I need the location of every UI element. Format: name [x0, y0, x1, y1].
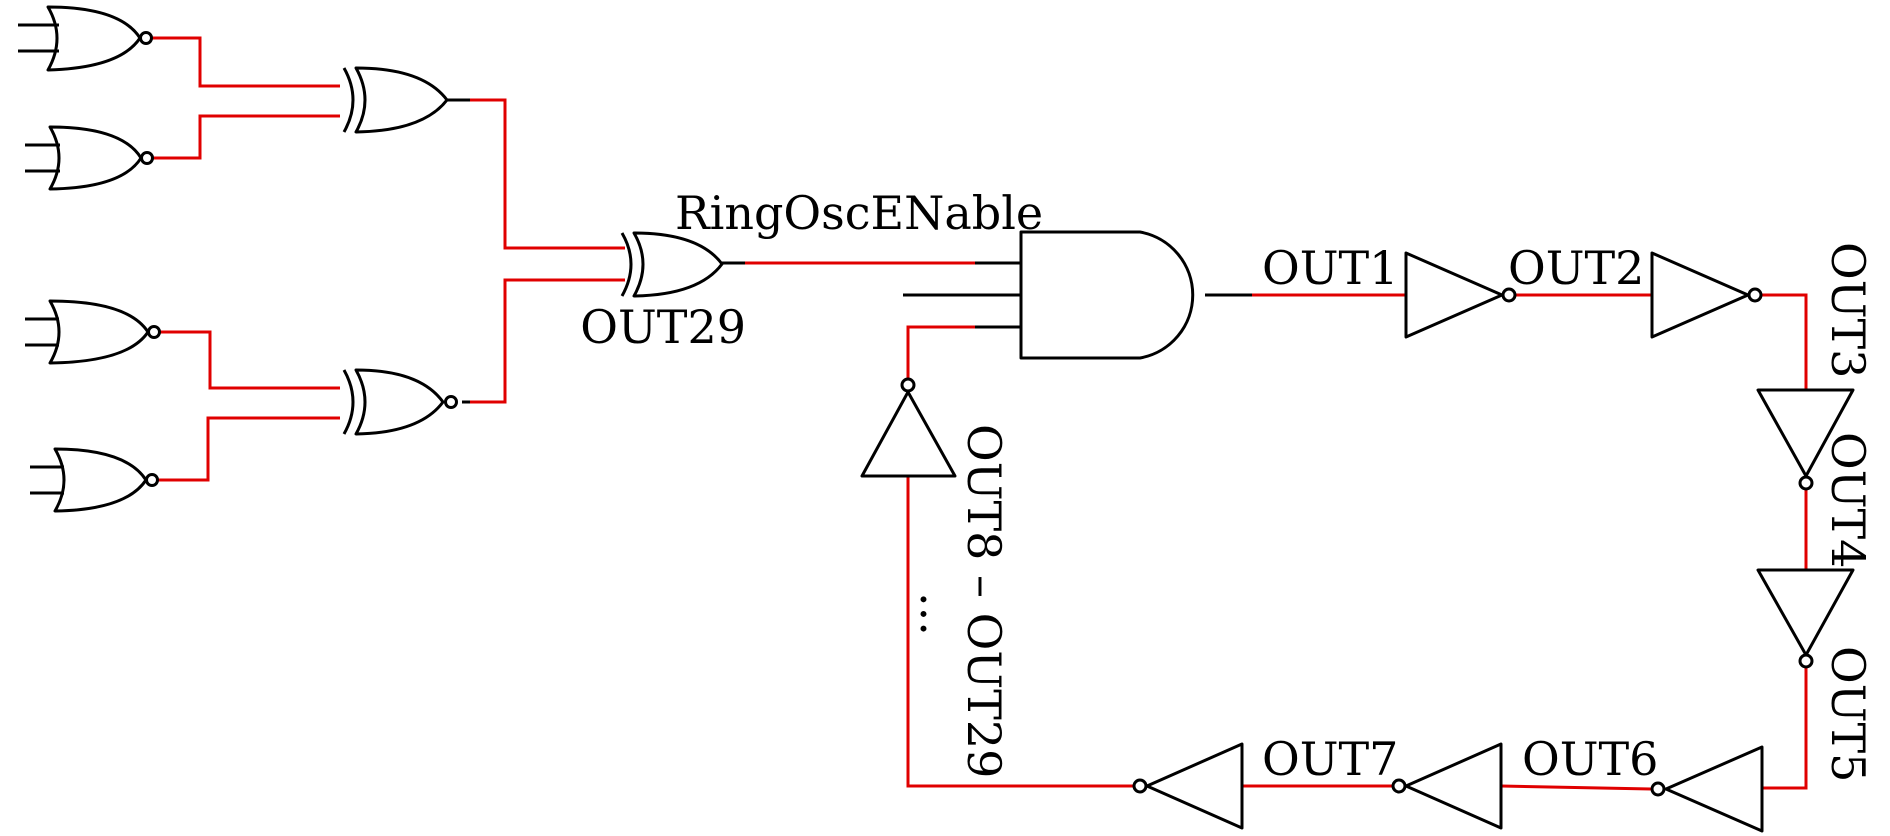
inverter-feedback	[860, 377, 957, 478]
wire-nor4-xnor2	[158, 416, 340, 482]
wire-nor1-xnor1	[152, 36, 340, 88]
label-out7: OUT7	[1262, 732, 1398, 786]
wire-out6	[1500, 784, 1652, 791]
nor1-input-stubs	[18, 23, 59, 53]
labels: RingOscENable OUT29 OUT1 OUT2 OUT7 OUT6 …	[580, 186, 1875, 786]
label-out4: OUT4	[1821, 432, 1875, 568]
inverter-6	[1391, 742, 1503, 830]
nor-gate-1	[46, 5, 153, 72]
wire-out29-feedback	[906, 325, 975, 380]
label-out8-out29: OUT8 – OUT29	[957, 424, 1011, 778]
wire-xnor2-xor	[470, 278, 625, 404]
nor4-input-stubs	[30, 465, 64, 495]
wire-xnor1-xor	[470, 98, 625, 250]
nor-gate-2	[48, 125, 154, 191]
xnor-gate-2	[342, 368, 458, 436]
nor-gate-3	[48, 299, 161, 365]
label-out3: OUT3	[1821, 242, 1875, 378]
xnor-gate-1	[342, 66, 449, 134]
label-out29-feedback: OUT29	[580, 300, 746, 354]
label-out5: OUT5	[1821, 646, 1875, 782]
label-out2: OUT2	[1508, 241, 1644, 295]
inverter-1	[1404, 251, 1517, 339]
xor-gate	[620, 231, 724, 298]
label-out1: OUT1	[1262, 241, 1398, 295]
wires	[152, 36, 1808, 791]
nor3-input-stubs	[25, 317, 59, 347]
label-ring-osc-enable: RingOscENable	[675, 186, 1043, 240]
and-input-stubs	[903, 261, 1021, 329]
inverter-5	[1650, 745, 1764, 833]
wire-out5	[1762, 668, 1808, 790]
inverter-3	[1756, 388, 1855, 491]
wire-nor3-xnor2	[160, 330, 340, 390]
wire-out8-out29	[906, 476, 1133, 788]
inverter-7	[1132, 742, 1244, 830]
inverter-2	[1650, 251, 1763, 339]
wire-nor2-xnor1	[153, 114, 340, 160]
label-ellipsis: ...	[910, 592, 964, 636]
input-stubs	[18, 23, 1252, 495]
inverter-4	[1756, 568, 1855, 669]
nor-gate-4	[53, 447, 159, 513]
nor2-input-stubs	[25, 143, 60, 173]
label-out6: OUT6	[1522, 732, 1658, 786]
wire-out3	[1761, 293, 1808, 390]
and-gate	[1019, 230, 1195, 360]
